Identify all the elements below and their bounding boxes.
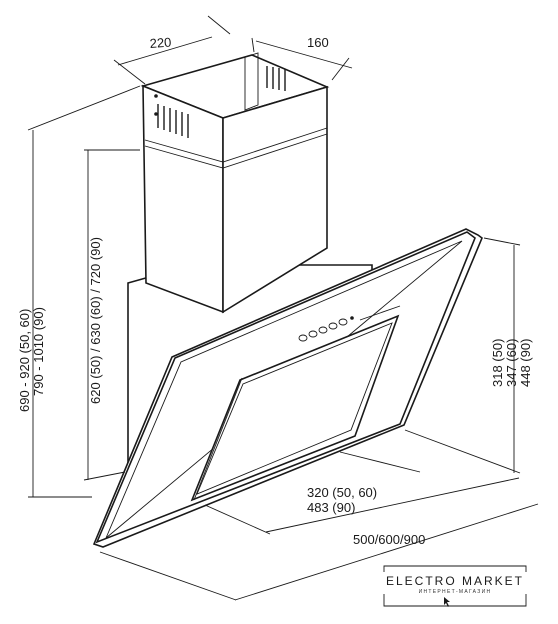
logo-tagline: ИНТЕРНЕТ-МАГАЗИН — [418, 589, 492, 595]
chimney — [140, 52, 330, 314]
dim-depth-line2: 483 (90) — [307, 500, 355, 515]
dim-chimney-depth: 160 — [307, 35, 329, 50]
vent-slots-left — [157, 104, 189, 138]
dim-total-height-line2: 790 - 1010 (90) — [31, 307, 46, 396]
electro-market-logo: ELECTRO MARKET ИНТЕРНЕТ-МАГАЗИН — [384, 568, 526, 608]
logo-name: ELECTRO MARKET — [385, 574, 524, 588]
control-buttons — [298, 305, 401, 342]
logo-frame — [383, 565, 527, 607]
dim-depth-line1: 320 (50, 60) — [307, 485, 377, 500]
dim-panel-height-line1: 318 (50) — [490, 339, 505, 387]
vent-slots-right — [266, 66, 286, 91]
dim-total-height-line1: 690 - 920 (50, 60) — [17, 309, 32, 412]
dim-width: 500/600/900 — [353, 532, 425, 547]
dim-chimney-height: 620 (50) / 630 (60) / 720 (90) — [88, 237, 103, 404]
dim-panel-height-line2: 347 (60) — [504, 339, 519, 387]
dim-panel-height-line3: 448 (90) — [518, 339, 533, 387]
dim-chimney-width: 220 — [149, 35, 172, 51]
dimension-lines — [27, 15, 539, 601]
hood-panel — [92, 228, 483, 548]
